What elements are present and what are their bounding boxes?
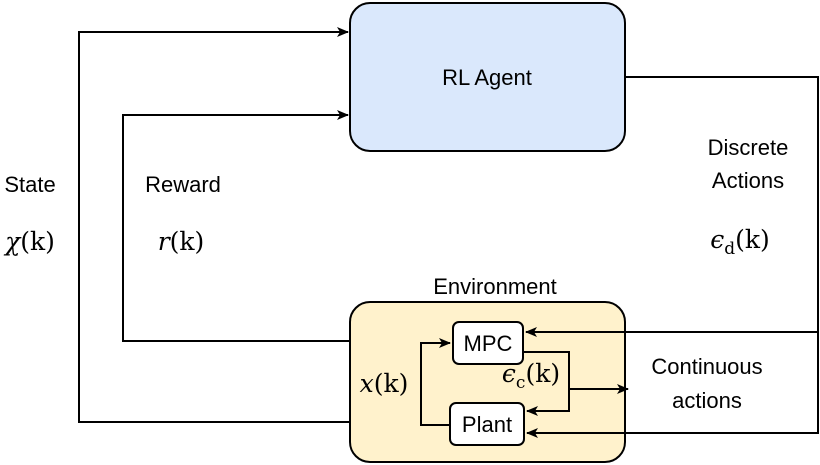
continuous-actions-label-line2: actions <box>672 388 742 413</box>
discrete-actions-symbol: ϵd(k) <box>710 225 770 259</box>
environment-block: Environment <box>349 274 626 463</box>
state-arrow <box>78 27 350 423</box>
plant-label: Plant <box>462 412 512 437</box>
state-symbol-arg: (k) <box>20 227 55 256</box>
mpc-box <box>452 321 524 365</box>
discrete-actions-label-line1: Discrete <box>708 135 789 160</box>
state-label: State <box>4 172 55 197</box>
discrete-actions-label-line2: Actions <box>712 168 784 193</box>
x-symbol: x(k) <box>360 369 409 398</box>
continuous-actions-label-line1: Continuous <box>651 354 762 379</box>
discrete-actions-symbol-sub: d <box>724 239 735 259</box>
discrete-actions-symbol-var: ϵ <box>710 225 724 254</box>
x-symbol-var: x <box>360 369 374 398</box>
epsilon-c-symbol-sub: c <box>516 373 526 393</box>
discrete-actions-to-plant-arrow <box>526 332 819 438</box>
epsilon-c-symbol-var: ϵ <box>502 359 516 388</box>
mpc-to-plant-arrow <box>523 351 570 416</box>
reward-label: Reward <box>145 172 221 197</box>
plant-block: Plant <box>449 402 525 446</box>
state-symbol: χ(k) <box>3 227 55 256</box>
x-symbol-arg: (k) <box>374 369 409 398</box>
epsilon-c-symbol-arg: (k) <box>525 359 560 388</box>
reward-symbol: r(k) <box>158 227 205 256</box>
reward-arrow <box>122 110 350 342</box>
environment-box <box>349 301 626 463</box>
rl-agent-label: RL Agent <box>442 65 532 90</box>
mpc-block: MPC <box>452 321 524 365</box>
discrete-actions-symbol-arg: (k) <box>735 225 770 254</box>
state-symbol-var: χ <box>3 227 22 256</box>
reward-symbol-var: r <box>158 227 172 256</box>
environment-label: Environment <box>433 274 557 299</box>
plant-to-mpc-arrow <box>420 338 451 426</box>
epsilon-c-symbol: ϵc(k) <box>502 359 560 393</box>
reward-symbol-arg: (k) <box>170 227 205 256</box>
mpc-label: MPC <box>464 331 513 356</box>
discrete-actions-to-mpc-arrow <box>525 76 819 337</box>
rl-agent-block: RL Agent <box>349 2 626 152</box>
